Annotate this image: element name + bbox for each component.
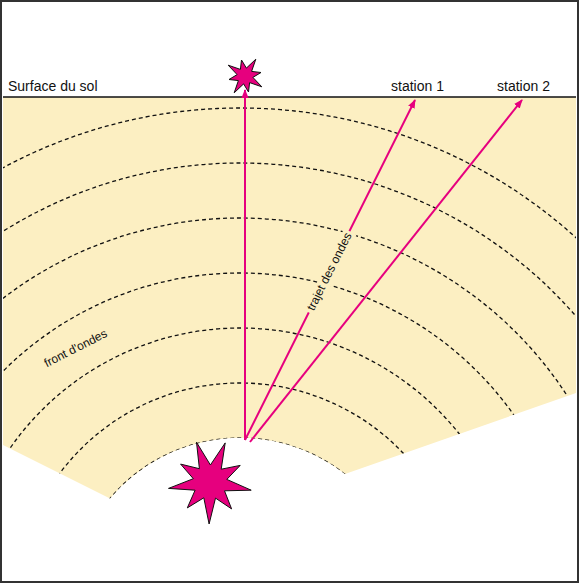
epicenter-star [228,59,262,93]
ground-surface [3,96,576,98]
ground-surface-label: Surface du sol [8,78,98,94]
hypocenter-star [169,442,252,524]
station-label: station 2 [497,78,550,94]
station-label: station 1 [391,78,444,94]
wave-paths [245,90,522,442]
ground-region [3,97,576,499]
wave-fronts [0,108,579,583]
